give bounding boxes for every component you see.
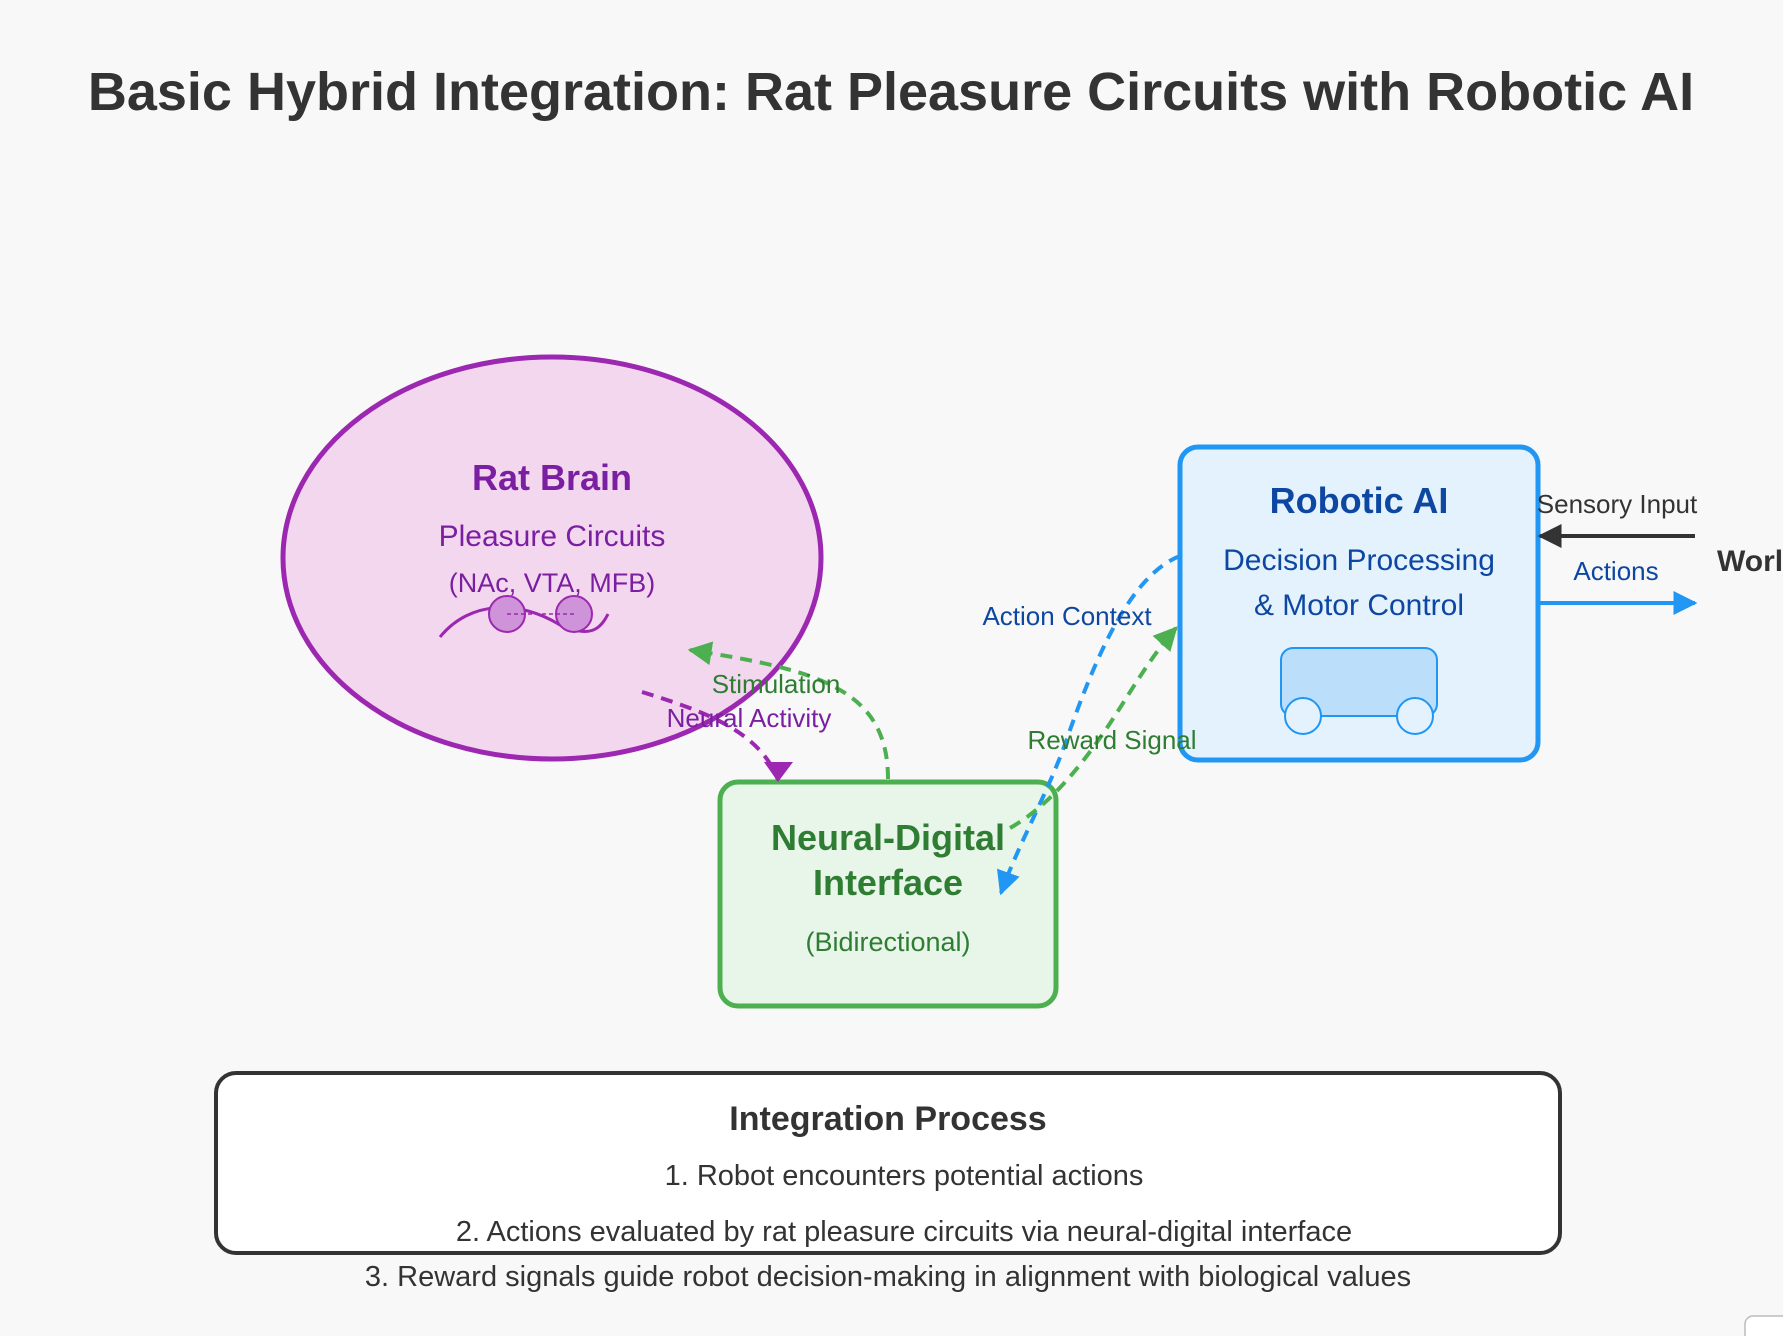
neural-activity-label: Neural Activity xyxy=(667,703,832,733)
action-context-label: Action Context xyxy=(982,601,1152,631)
integration-step-1: 1. Robot encounters potential actions xyxy=(665,1160,1144,1192)
rat-brain-title: Rat Brain xyxy=(472,457,632,498)
rat-brain-subtitle: Pleasure Circuits xyxy=(439,520,666,553)
robot-vehicle-icon xyxy=(1280,647,1438,735)
interface-title-line1: Neural-Digital xyxy=(771,817,1005,858)
robotic-ai-line1: Decision Processing xyxy=(1223,544,1495,577)
robotic-ai-line2: & Motor Control xyxy=(1254,589,1464,622)
reward-signal-label: Reward Signal xyxy=(1027,725,1196,755)
action-context-arrow xyxy=(996,554,1181,896)
robotic-ai-box xyxy=(1177,444,1541,763)
rat-brain-regions: (NAc, VTA, MFB) xyxy=(449,568,656,598)
integration-process-title: Integration Process xyxy=(729,1100,1046,1138)
page-title: Basic Hybrid Integration: Rat Pleasure C… xyxy=(88,62,1694,122)
robotic-ai-node: Robotic AI Decision Processing & Motor C… xyxy=(1177,444,1541,763)
interface-box xyxy=(717,779,1059,1009)
world-label: Worl xyxy=(1717,545,1783,578)
interface-node: Neural-Digital Interface (Bidirectional) xyxy=(717,779,1059,1009)
actions-label: Actions xyxy=(1573,556,1658,586)
integration-step-2: 2. Actions evaluated by rat pleasure cir… xyxy=(456,1216,1352,1248)
rat-brain-ellipse xyxy=(280,354,824,762)
integration-process-panel: Integration Process 1. Robot encounters … xyxy=(214,1071,1562,1293)
corner-widget[interactable] xyxy=(1744,1315,1783,1336)
stimulation-arrow xyxy=(687,641,890,780)
rat-brain-node: Rat Brain Pleasure Circuits (NAc, VTA, M… xyxy=(280,354,824,762)
integration-process-box xyxy=(214,1071,1562,1255)
neural-activity-arrowhead xyxy=(764,762,793,782)
interface-title-line2: Interface xyxy=(813,862,963,903)
reward-signal-arrow xyxy=(1009,626,1178,830)
neuron-icon xyxy=(438,595,610,638)
interface-subtitle: (Bidirectional) xyxy=(805,927,970,957)
robotic-ai-title: Robotic AI xyxy=(1270,480,1449,521)
sensory-input-label: Sensory Input xyxy=(1537,489,1698,519)
stimulation-label: Stimulation xyxy=(712,669,841,699)
integration-step-3: 3. Reward signals guide robot decision-m… xyxy=(365,1261,1411,1293)
